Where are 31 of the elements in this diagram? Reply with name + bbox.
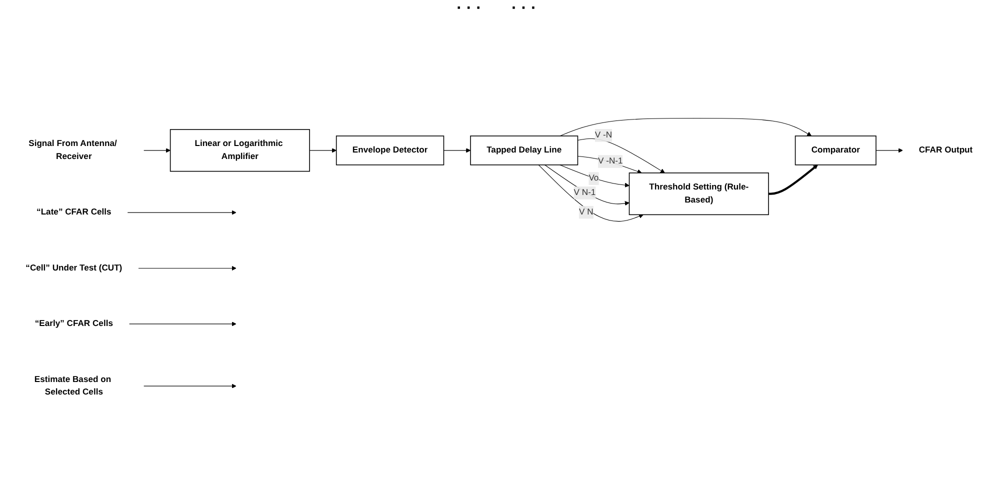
arrow [143,148,171,154]
node-text: Estimate Based on Selected Cells [34,375,112,398]
node-box: Envelope Detector [336,136,444,166]
node-text: Signal From Antenna/ Receiver [28,140,117,162]
node-text: “Early” CFAR Cells [34,320,113,329]
node-text: “Late” CFAR Cells [36,208,112,218]
arrow [560,118,812,137]
node-box: Tapped Delay Line [470,136,578,166]
node-text: CFAR Output [918,146,973,156]
edge-label: V N-1 [574,188,596,198]
edge-label: Vo [588,174,599,184]
edge-label: V N [578,208,594,217]
arrow [768,165,818,196]
arrow [309,148,337,154]
arrow [127,210,236,216]
node-box: Comparator [794,136,876,166]
arrow [443,148,471,154]
arrow [544,164,630,206]
arrow [128,322,236,327]
ellipsis-label: · · · [512,0,536,19]
edge-label: V -N-1 [598,157,623,166]
node-box: Threshold Setting (Rule-Based) [628,172,769,216]
arrow [138,266,236,271]
ellipsis-label: · · · [456,0,482,19]
node-text: “Cell” Under Test (CUT) [26,264,122,273]
arrow [143,384,236,389]
arrow [876,148,903,154]
edge-label: V -N [594,130,612,140]
arrow [560,164,630,188]
node-box: Linear or Logarithmic Amplifier [170,130,310,172]
arrow [538,164,644,222]
